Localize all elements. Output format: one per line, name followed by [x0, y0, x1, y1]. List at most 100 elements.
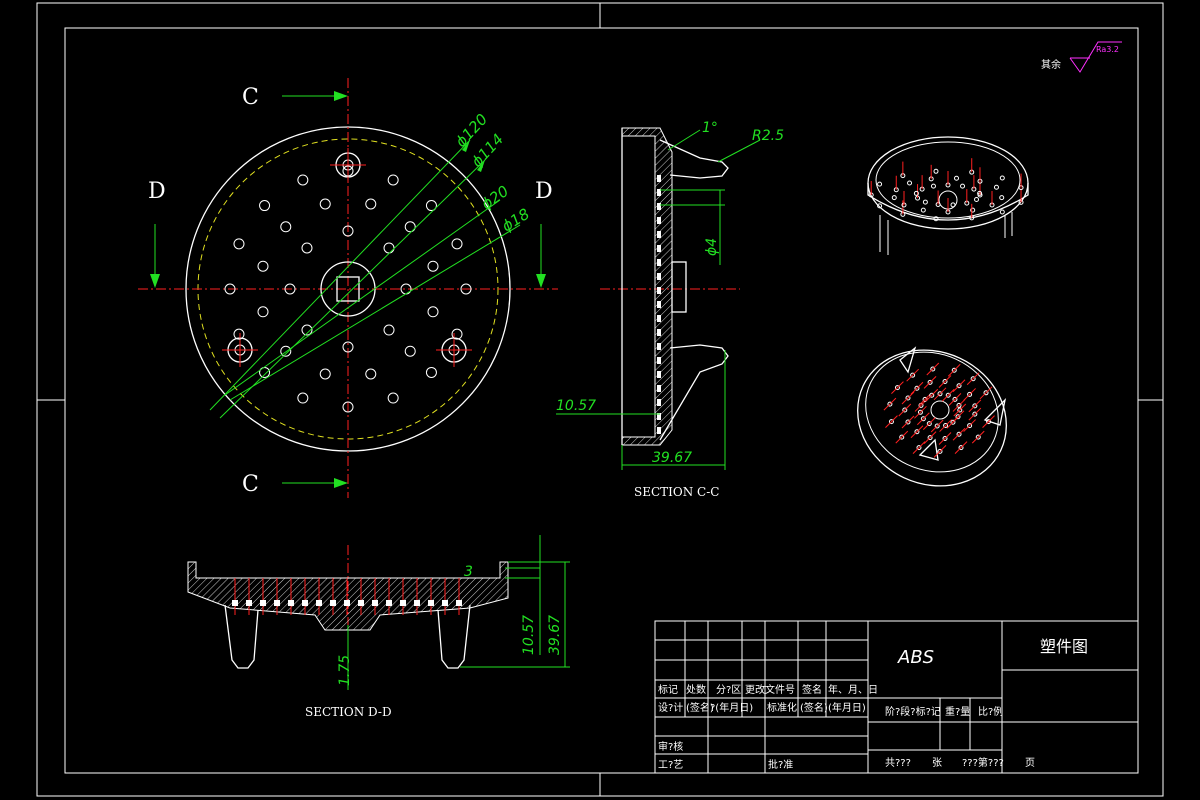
iso-hole — [952, 396, 958, 402]
iso-hole — [975, 434, 981, 440]
top-view: ϕ120 ϕ114 ϕ20 ϕ18 C C D D — [138, 78, 558, 498]
iso-hole — [877, 181, 883, 187]
iso-hole-axis — [901, 391, 915, 405]
drain-hole — [460, 283, 472, 295]
iso-hole — [916, 445, 922, 451]
cut-label-c-top: C — [242, 85, 259, 110]
drain-hole — [451, 328, 463, 340]
tb-r2-c6: (年月日) — [828, 701, 866, 714]
section-hole — [657, 287, 661, 294]
drain-hole — [387, 174, 399, 186]
iso-hole — [933, 216, 939, 222]
iso-hole — [955, 414, 961, 420]
dim-phi18: ϕ18 — [499, 205, 533, 236]
tb-drawing-name: 塑件图 — [1040, 637, 1088, 656]
dim-1-75: 1.75 — [337, 655, 353, 686]
dimension-leaders — [209, 139, 521, 419]
iso-hole-axis — [968, 407, 982, 421]
iso-hole — [922, 199, 928, 205]
iso-hole-axis — [901, 415, 915, 429]
iso-hole-axis — [952, 379, 966, 393]
iso-hole-axis — [923, 431, 937, 444]
drain-hole — [233, 238, 245, 250]
tb-r2-c4: 标准化 — [767, 701, 797, 714]
cut-label-c-bottom: C — [242, 472, 259, 497]
hole-section — [400, 600, 406, 606]
leg-boss-top — [330, 148, 366, 182]
drain-hole — [319, 368, 331, 380]
cut-label-d-left: D — [148, 179, 166, 204]
tb-r1-c2: 处数 — [686, 683, 706, 696]
drain-hole — [280, 221, 292, 233]
dim-39-67-dd: 39.67 — [547, 615, 563, 655]
dim-39-67-cc: 39.67 — [652, 450, 692, 466]
iso-hole-axis — [948, 393, 962, 406]
iso-hole-axis — [966, 372, 980, 386]
hole-section — [330, 600, 336, 606]
dim-3: 3 — [464, 564, 473, 580]
drain-holes — [224, 165, 472, 413]
iso-hole-axis — [979, 386, 993, 400]
iso-hole-axis — [910, 381, 924, 395]
tb-r2-c1: 设?计 — [658, 701, 683, 714]
iso-hole — [972, 403, 978, 409]
roughness-label: 其余 — [1041, 58, 1061, 71]
hole-section — [358, 600, 364, 606]
iso-hole — [950, 202, 956, 208]
iso-hole — [967, 423, 973, 429]
iso-hole-axis — [947, 363, 961, 377]
iso-hole — [930, 183, 936, 189]
leg-boss-left — [222, 333, 258, 367]
iso-hole — [958, 445, 964, 451]
drain-hole — [257, 260, 269, 272]
iso-hole — [942, 378, 948, 384]
iso-hole-axis — [914, 405, 927, 419]
iso-hole-axis — [968, 399, 982, 413]
iso-hole — [983, 390, 989, 396]
section-hole — [657, 413, 661, 420]
drain-hole — [365, 198, 377, 210]
iso-hole — [942, 436, 948, 442]
iso-hole-axis — [982, 415, 995, 429]
iso-hole — [888, 419, 894, 425]
drain-hole — [427, 306, 439, 318]
iso-hole-axis — [923, 376, 937, 389]
hole-section — [344, 600, 350, 606]
dim-r25: R2.5 — [752, 128, 784, 144]
hole-section — [386, 600, 392, 606]
tb-r2-c3: ?(年月日) — [710, 701, 753, 714]
roughness-symbol: 其余 Ra3.2 — [1041, 41, 1122, 73]
iso-view-bottom — [857, 346, 1007, 487]
drain-hole — [297, 174, 309, 186]
section-hole — [657, 357, 661, 364]
hole-section — [316, 600, 322, 606]
drawing-frame — [36, 2, 1164, 797]
section-cc-title: SECTION C-C — [634, 485, 719, 499]
iso-hole-axis — [895, 430, 909, 444]
iso-hole-axis — [939, 419, 952, 432]
iso-hole — [974, 197, 980, 203]
iso-hole-axis — [952, 427, 966, 441]
section-hole — [657, 399, 661, 406]
drain-hole — [365, 368, 377, 380]
drain-hole — [383, 324, 395, 336]
iso-hole — [914, 429, 920, 435]
hole-section — [414, 600, 420, 606]
iso-hole — [877, 203, 883, 209]
iso-hole-axis — [922, 417, 936, 430]
iso-hole-axis — [946, 415, 960, 429]
iso-hole — [930, 366, 936, 372]
drain-hole — [301, 324, 313, 336]
iso-hole-axis — [898, 403, 912, 417]
iso-hole — [945, 392, 951, 398]
section-hole — [657, 329, 661, 336]
iso-hole-axis — [925, 388, 939, 402]
iso-hole — [970, 207, 976, 213]
section-hole — [657, 175, 661, 182]
tb-r1-c1: 标记 — [658, 684, 678, 696]
tb-sheet-no: ???第??? — [962, 756, 1004, 769]
drain-hole — [257, 306, 269, 318]
drain-hole — [297, 392, 309, 404]
section-hole — [657, 217, 661, 224]
iso-hole — [986, 419, 992, 425]
